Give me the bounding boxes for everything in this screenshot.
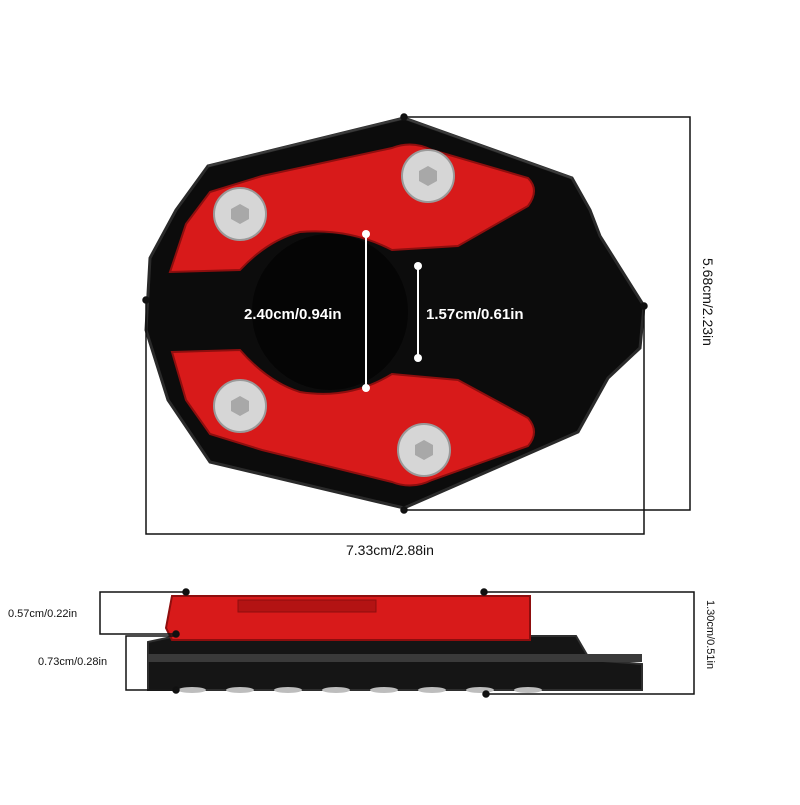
total-height-dimension-line — [480, 588, 695, 698]
base-dimension-line — [125, 635, 180, 694]
inner-dimension-large-marker — [362, 230, 370, 392]
total-height-label: 1.30cm/0.51in — [704, 600, 716, 670]
inner-large-label: 2.40cm/0.94in — [244, 306, 342, 323]
top-plate-label: 0.57cm/0.22in — [8, 608, 78, 620]
height-dimension-line — [400, 113, 691, 514]
inner-dimension-small-marker — [414, 262, 422, 362]
bolt-icon — [213, 187, 267, 241]
center-opening — [252, 234, 408, 390]
bolt-icon — [213, 379, 267, 433]
inner-small-label: 1.57cm/0.61in — [426, 306, 524, 323]
width-dimension-line — [142, 296, 648, 535]
bolt-icon — [397, 423, 451, 477]
top-plate-dimension-line — [99, 588, 190, 638]
height-label: 5.68cm/2.23in — [700, 258, 716, 346]
base-plate-side-view — [147, 635, 643, 691]
base-label: 0.73cm/0.28in — [38, 656, 108, 668]
width-label: 7.33cm/2.88in — [346, 542, 434, 558]
bolt-icon — [401, 149, 455, 203]
